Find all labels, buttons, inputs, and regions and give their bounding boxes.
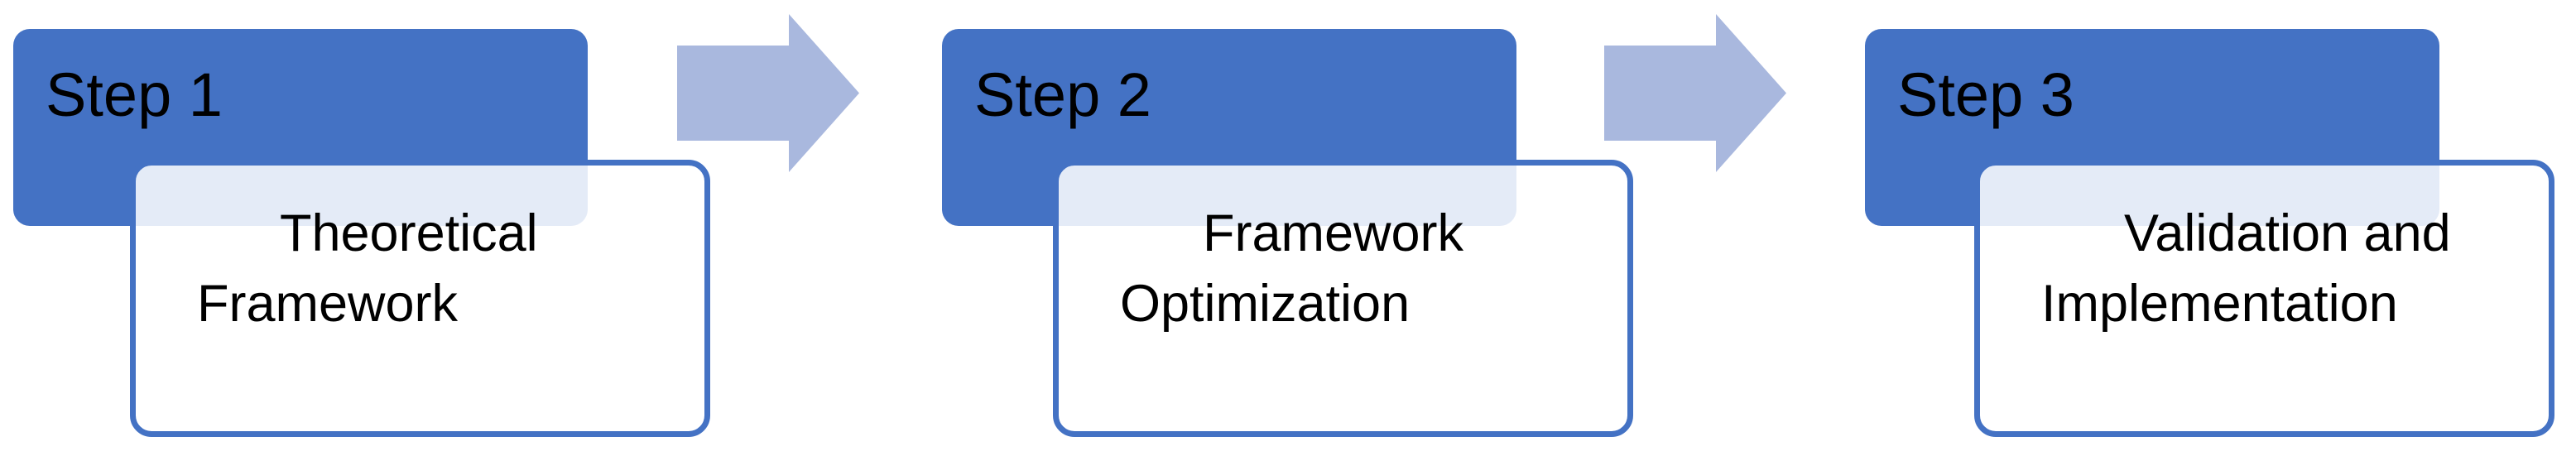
- step-3-label: Step 3: [1897, 60, 2074, 129]
- step-3-title: Validation and Implementation: [2041, 204, 2451, 333]
- arrow-right-icon: [1604, 14, 1786, 172]
- step-3-card: [1974, 160, 2554, 437]
- arrow-right-shape: [677, 14, 859, 172]
- step-2-card: [1053, 160, 1633, 437]
- step-2-label: Step 2: [974, 60, 1151, 129]
- step-1-card: [130, 160, 710, 437]
- step-1-title: Theoretical Framework: [197, 204, 538, 333]
- arrow-right-icon: [677, 14, 859, 172]
- arrow-right-shape: [1604, 14, 1786, 172]
- step-2-title: Framework Optimization: [1120, 204, 1464, 333]
- step-1-label: Step 1: [46, 60, 223, 129]
